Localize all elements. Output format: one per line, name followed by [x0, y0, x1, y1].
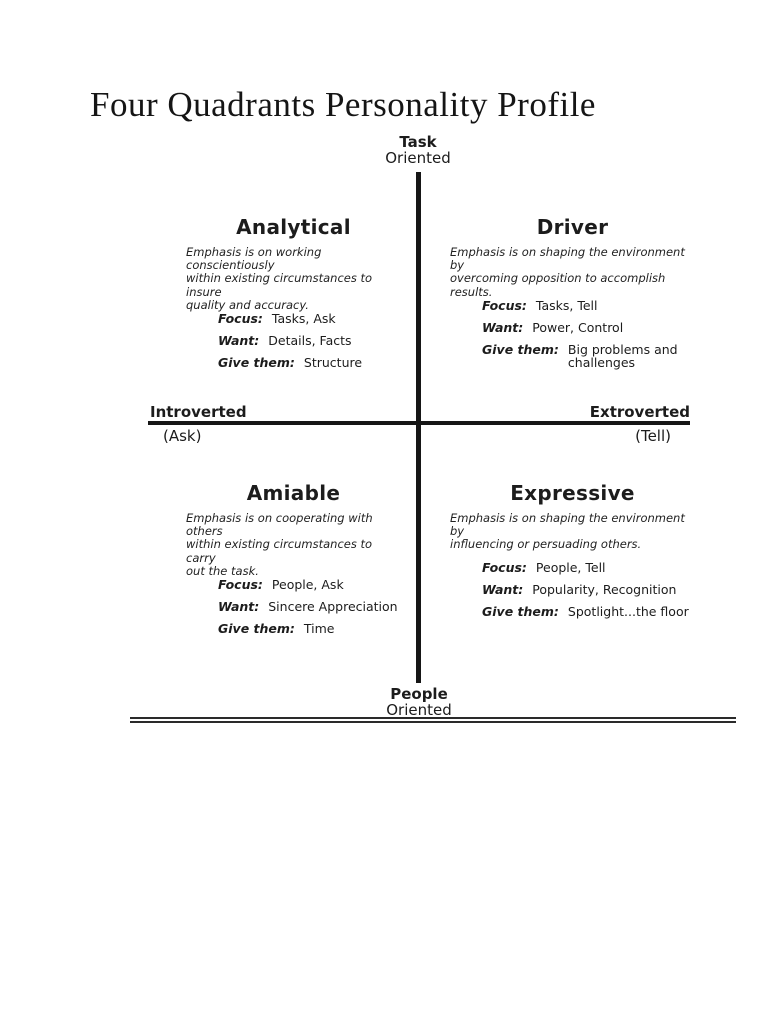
- axis-label-introverted: Introverted: [150, 403, 247, 421]
- row-want: Want: Sincere Appreciation: [218, 600, 401, 613]
- axis-label-task-oriented: Task Oriented: [385, 134, 451, 166]
- row-label-focus: Focus:: [218, 311, 263, 327]
- axis-people-word: People: [390, 685, 448, 703]
- row-value-focus: Tasks, Tell: [535, 297, 598, 313]
- quadrant-description-driver: Emphasis is on shaping the environment b…: [450, 245, 685, 299]
- quadrant-rows-amiable: Focus: People, Ask Want: Sincere Appreci…: [218, 578, 401, 635]
- row-label-focus: Focus:: [218, 577, 263, 593]
- row-label-want: Want:: [482, 319, 524, 335]
- axis-oriented-word-bottom: Oriented: [386, 701, 452, 719]
- quadrant-rows-analytical: Focus: Tasks, Ask Want: Details, Facts G…: [218, 312, 401, 369]
- row-label-give-them: Give them:: [482, 604, 559, 619]
- row-value-give-them: Structure: [303, 355, 363, 371]
- quadrant-rows-driver: Focus: Tasks, Tell Want: Power, Control …: [482, 299, 695, 369]
- row-value-focus: People, Tell: [535, 560, 606, 575]
- row-label-give-them: Give them:: [482, 341, 559, 357]
- quadrant-amiable: Amiable Emphasis is on cooperating with …: [186, 481, 401, 644]
- axis-label-extroverted: Extroverted: [589, 403, 690, 421]
- row-value-want: Details, Facts: [268, 333, 352, 349]
- row-value-want: Popularity, Recognition: [532, 582, 677, 597]
- row-value-focus: Tasks, Ask: [271, 311, 336, 327]
- axis-oriented-word-top: Oriented: [385, 149, 451, 167]
- row-label-focus: Focus:: [482, 297, 527, 313]
- row-want: Want: Details, Facts: [218, 334, 401, 347]
- page-title: Four Quadrants Personality Profile: [90, 85, 596, 124]
- axis-sublabel-ask: (Ask): [163, 427, 202, 445]
- quadrant-expressive: Expressive Emphasis is on shaping the en…: [450, 481, 695, 627]
- row-want: Want: Popularity, Recognition: [482, 583, 695, 596]
- row-label-give-them: Give them:: [218, 355, 295, 371]
- quadrant-title-analytical: Analytical: [236, 215, 351, 239]
- quadrant-analytical: Analytical Emphasis is on working consci…: [186, 215, 401, 378]
- quadrant-description-expressive: Emphasis is on shaping the environment b…: [450, 511, 685, 552]
- axis-sublabel-tell: (Tell): [635, 427, 671, 445]
- vertical-axis-line: [416, 172, 421, 683]
- quadrant-description-analytical: Emphasis is on working conscientiously w…: [186, 245, 373, 312]
- row-value-want: Power, Control: [532, 319, 624, 335]
- quadrant-title-amiable: Amiable: [246, 481, 341, 505]
- quadrant-title-driver: Driver: [536, 215, 609, 239]
- axis-label-people-oriented: People Oriented: [386, 686, 452, 718]
- quadrant-driver: Driver Emphasis is on shaping the enviro…: [450, 215, 695, 378]
- row-label-give-them: Give them:: [218, 621, 295, 637]
- row-value-give-them: Time: [303, 621, 335, 637]
- bottom-double-rule: [130, 717, 736, 723]
- quadrant-rows-expressive: Focus: People, Tell Want: Popularity, Re…: [482, 561, 695, 618]
- axis-task-word: Task: [399, 133, 437, 151]
- row-give-them: Give them: Time: [218, 622, 401, 635]
- row-label-want: Want:: [218, 333, 260, 349]
- quadrant-title-expressive: Expressive: [510, 481, 635, 505]
- row-want: Want: Power, Control: [482, 321, 695, 334]
- row-value-give-them: Spotlight...the floor: [567, 604, 689, 619]
- row-focus: Focus: Tasks, Tell: [482, 299, 695, 312]
- row-focus: Focus: People, Tell: [482, 561, 695, 574]
- row-give-them: Give them: Big problems and challenges: [482, 343, 695, 369]
- row-value-want: Sincere Appreciation: [268, 599, 398, 615]
- row-label-want: Want:: [218, 599, 260, 615]
- row-label-focus: Focus:: [482, 560, 527, 575]
- quadrant-description-amiable: Emphasis is on cooperating with others w…: [186, 511, 373, 578]
- row-give-them: Give them: Structure: [218, 356, 401, 369]
- row-focus: Focus: Tasks, Ask: [218, 312, 401, 325]
- horizontal-axis-line: [148, 421, 690, 425]
- row-value-focus: People, Ask: [271, 577, 344, 593]
- row-label-want: Want:: [482, 582, 524, 597]
- row-value-give-them: Big problems and challenges: [567, 341, 678, 370]
- row-focus: Focus: People, Ask: [218, 578, 401, 591]
- row-give-them: Give them: Spotlight...the floor: [482, 605, 695, 618]
